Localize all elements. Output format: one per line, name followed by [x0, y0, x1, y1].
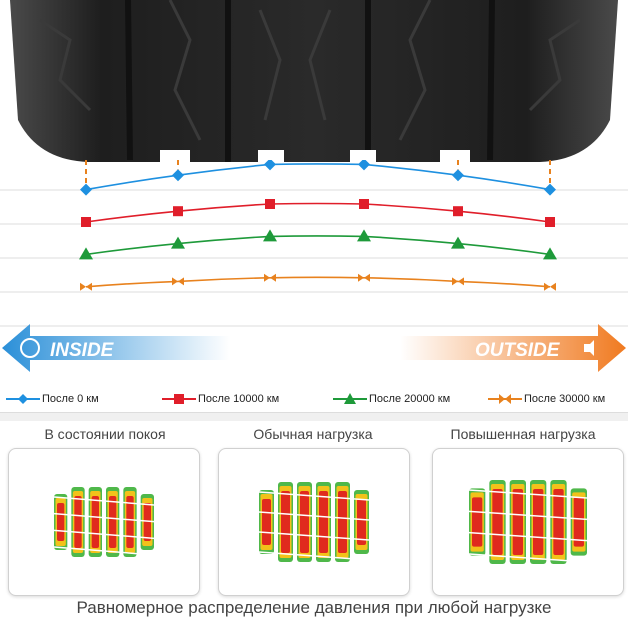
series-3-point-4 — [452, 277, 464, 286]
series-2-point-2 — [263, 229, 277, 242]
footprint-rib-core — [91, 496, 99, 548]
tire-tread-image — [10, 0, 618, 164]
series-1-point-1 — [173, 206, 183, 217]
panel-high-footprint — [432, 448, 624, 596]
series-line-0 — [85, 163, 551, 191]
legend-item-2: После 20000 км — [333, 387, 450, 411]
footprint-rib-core — [300, 491, 309, 553]
footprint-sipe — [53, 546, 155, 556]
series-1-point-5 — [545, 217, 555, 227]
series-3-point-1 — [172, 277, 184, 286]
series-3-point-2 — [264, 273, 276, 282]
series-1-point-0 — [81, 217, 91, 227]
series-1-point-2 — [265, 199, 275, 209]
series-1-point-3 — [359, 199, 369, 209]
legend-label: После 0 км — [42, 393, 99, 405]
series-0-point-4 — [452, 169, 464, 182]
footprint-sipe — [468, 510, 588, 521]
series-line-1 — [85, 202, 551, 223]
series-3-point-0 — [80, 282, 92, 291]
legend-label: После 30000 км — [524, 393, 606, 405]
footprint-sipe — [53, 512, 155, 523]
wear-chart: INSIDE OUTSIDE — [0, 160, 628, 372]
inside-tire-icon — [20, 338, 40, 358]
inside-label: INSIDE — [50, 340, 115, 361]
outside-arrow — [400, 324, 626, 372]
footprint-rib-core — [262, 499, 271, 545]
outside-label: OUTSIDE — [475, 340, 561, 361]
footprint-sipe — [258, 511, 370, 521]
footprint-sipe — [53, 529, 155, 540]
measurement-guides — [85, 160, 551, 184]
panel-title-normal: Обычная нагрузка — [253, 426, 373, 442]
panel-normal-footprint — [218, 448, 410, 596]
series-0-point-1 — [172, 169, 184, 182]
gridlines — [0, 189, 628, 327]
legend-item-3: После 30000 км — [488, 387, 605, 411]
series-1-point-4 — [453, 206, 463, 217]
outside-sound-icon — [584, 340, 594, 356]
panel-rest-footprint — [8, 448, 200, 596]
footprint-rib-core — [492, 489, 503, 555]
legend-label: После 10000 км — [198, 393, 280, 405]
footprint-rib-core — [338, 491, 347, 553]
footprint-sipe — [258, 551, 370, 561]
series-2-point-4 — [451, 236, 465, 249]
footprint-sipe — [468, 531, 588, 542]
series-2-point-5 — [543, 247, 557, 260]
footprint-rib-core — [57, 503, 65, 541]
footprint-high-image — [468, 480, 588, 564]
footprint-rib-core — [357, 499, 366, 545]
footprint-sipe — [468, 553, 588, 563]
inside-arrow — [2, 324, 230, 372]
footprint-rib-core — [512, 489, 523, 555]
footprint-normal-image — [258, 482, 370, 562]
series-3-point-3 — [358, 273, 370, 282]
panel-title-rest: В состоянии покоя — [44, 426, 166, 442]
series-2-point-3 — [357, 229, 371, 242]
footprint-rib-core — [143, 503, 151, 541]
footer-caption: Равномерное распределение давления при л… — [76, 598, 552, 617]
panel-title-high: Повышенная нагрузка — [450, 426, 596, 442]
footprint-sipe — [53, 496, 155, 506]
series-3-point-5 — [544, 282, 556, 291]
series-0-point-2 — [264, 160, 276, 171]
series-0-point-0 — [80, 183, 92, 196]
legend: После 0 км После 10000 км После 20000 км… — [0, 387, 628, 411]
footprint-sipe — [258, 531, 370, 541]
series-0-point-3 — [358, 160, 370, 171]
series-layer — [79, 160, 557, 291]
series-2-point-0 — [79, 247, 93, 260]
footprint-rib-core — [533, 489, 544, 555]
series-2-point-1 — [171, 236, 185, 249]
legend-label: После 20000 км — [369, 393, 451, 405]
footprint-sipe — [258, 491, 370, 501]
footprint-sipe — [468, 489, 588, 499]
legend-item-1: После 10000 км — [162, 387, 279, 411]
footprint-rib-core — [126, 496, 134, 548]
section-divider — [0, 412, 628, 421]
series-line-2 — [85, 235, 551, 256]
footprint-rib-core — [573, 497, 584, 547]
footprint-rib-core — [319, 491, 328, 553]
footprint-rib-core — [553, 489, 564, 555]
footprint-rib-core — [281, 491, 290, 553]
series-0-point-5 — [544, 183, 556, 196]
footprint-rib-core — [472, 497, 483, 547]
series-line-3 — [85, 276, 551, 288]
footprint-rib-core — [74, 496, 82, 548]
footprint-rest-image — [53, 487, 155, 557]
footprint-rib-core — [109, 496, 117, 548]
legend-item-0: После 0 км — [6, 387, 99, 411]
